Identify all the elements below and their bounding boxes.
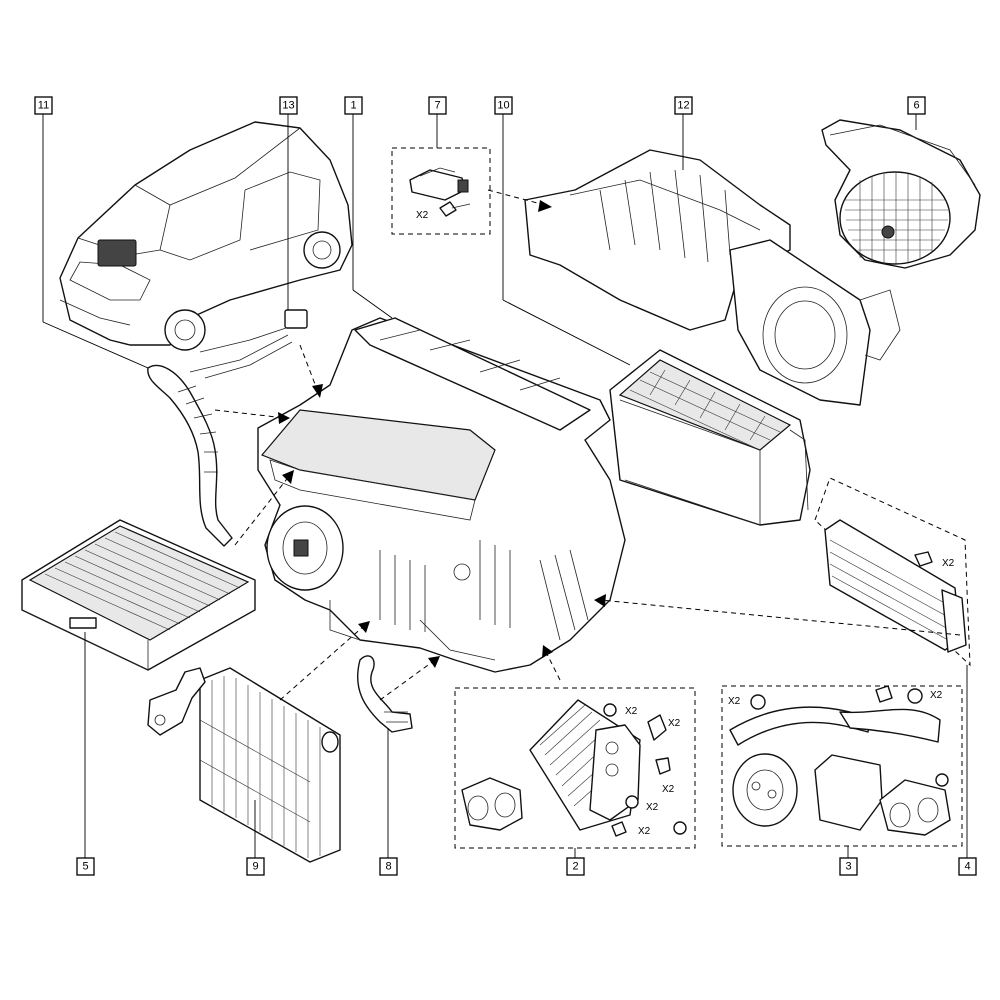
callout-label-4: 4	[964, 861, 970, 873]
callout-12: 12	[674, 96, 693, 115]
callout-13: 13	[279, 96, 298, 115]
part-6-blower-motor	[821, 119, 981, 269]
callout-label-12: 12	[677, 100, 689, 112]
callout-6: 6	[907, 96, 926, 115]
callout-11: 11	[34, 96, 53, 115]
callout-8: 8	[379, 857, 398, 876]
qty-label-part-2-d: X2	[646, 802, 659, 813]
callout-7: 7	[428, 96, 447, 115]
vehicle-illustration	[59, 121, 353, 351]
callout-label-8: 8	[385, 861, 391, 873]
qty-label-part-2-b: X2	[668, 718, 681, 729]
callout-label-2: 2	[572, 861, 578, 873]
part-7-group: X2	[391, 147, 491, 235]
callout-label-11: 11	[38, 100, 49, 112]
wiring-connector	[189, 309, 308, 379]
callout-label-7: 7	[434, 100, 440, 112]
air-duct-hose	[147, 364, 233, 547]
part-3-pipes-kit: X2 X2	[721, 685, 963, 847]
callout-label-13: 13	[282, 100, 294, 112]
part-8-drain-hose	[356, 655, 413, 733]
callout-1: 1	[344, 96, 363, 115]
qty-label-part-4: X2	[942, 558, 955, 569]
callout-9: 9	[246, 857, 265, 876]
callout-label-10: 10	[497, 100, 509, 112]
qty-label-part-2-e: X2	[638, 826, 651, 837]
part-4-heater-element: X2	[814, 477, 971, 667]
callout-label-6: 6	[913, 100, 919, 112]
callout-label-5: 5	[82, 861, 88, 873]
qty-label-part-3-b: X2	[930, 690, 943, 701]
hvac-main-housing	[257, 317, 626, 673]
qty-label-part-7: X2	[416, 210, 429, 221]
part-10-filter-housing	[609, 349, 811, 526]
part-9-evaporator	[147, 667, 341, 863]
part-2-heater-core-kit: X2 X2 X2 X2 X2	[454, 687, 696, 849]
part-12-upper-case	[524, 149, 901, 406]
callout-label-9: 9	[252, 861, 258, 873]
callout-5: 5	[76, 857, 95, 876]
qty-label-part-2-c: X2	[662, 784, 675, 795]
callout-label-1: 1	[350, 100, 356, 112]
callout-10: 10	[494, 96, 513, 115]
callout-label-3: 3	[845, 861, 851, 873]
qty-label-part-3-a: X2	[728, 696, 741, 707]
callout-2: 2	[566, 857, 585, 876]
part-5-cabin-filter	[21, 519, 256, 671]
qty-label-part-2-a: X2	[625, 706, 638, 717]
leader-lines	[42, 114, 968, 858]
assembly-arrows	[214, 189, 961, 701]
callout-4: 4	[958, 857, 977, 876]
callout-3: 3	[839, 857, 858, 876]
